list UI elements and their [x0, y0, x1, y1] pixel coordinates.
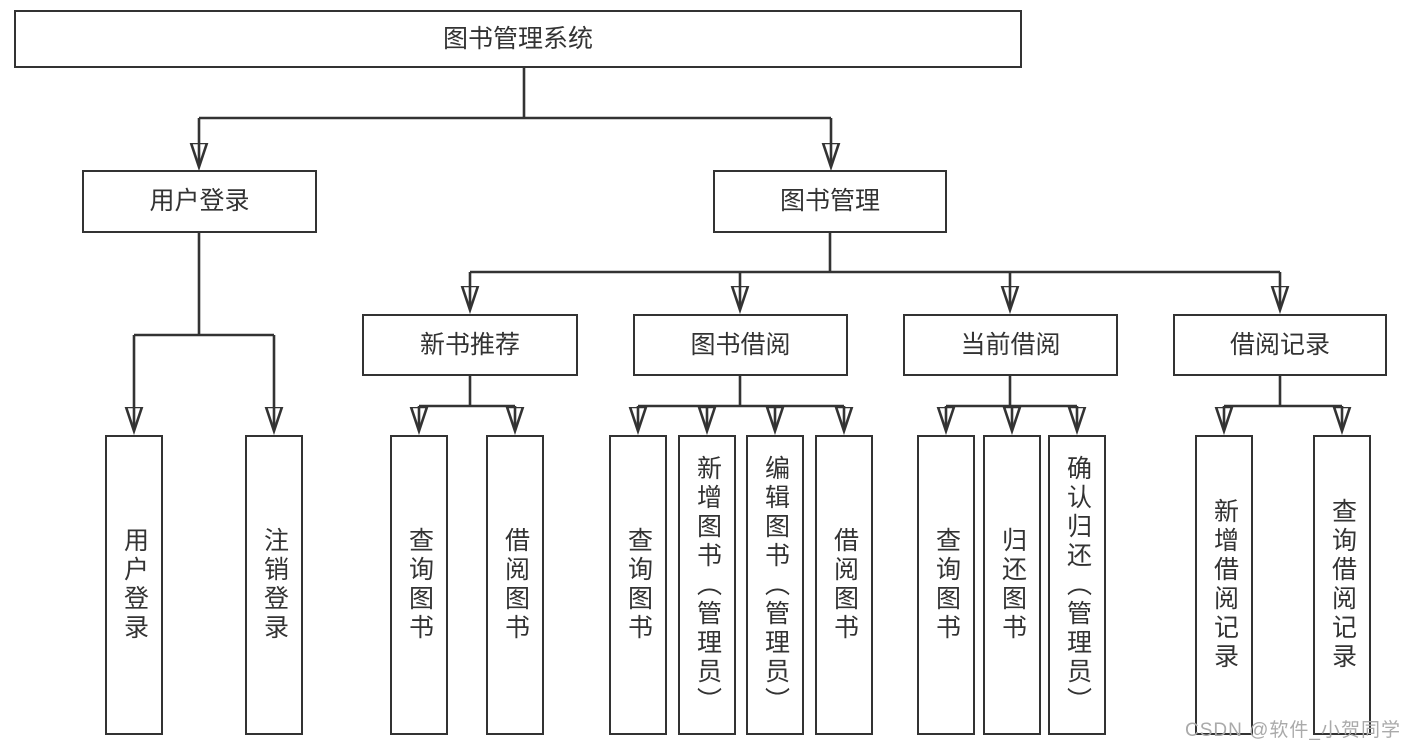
node-label: 注销登录	[260, 527, 289, 643]
node-new-book-recommend: 新书推荐	[362, 314, 578, 376]
node-return-books: 归还图书	[983, 435, 1041, 735]
node-query-borrow-record: 查询借阅记录	[1313, 435, 1371, 735]
node-borrow-books-recommend: 借阅图书	[486, 435, 544, 735]
node-label: 借阅记录	[1229, 330, 1330, 359]
node-confirm-return-admin: 确认归还（管理员）	[1048, 435, 1106, 735]
node-borrowing-records: 借阅记录	[1173, 314, 1387, 376]
node-library-system: 图书管理系统	[14, 10, 1022, 68]
node-label: 查询图书	[932, 527, 961, 643]
node-label: 新增图书（管理员）	[693, 454, 722, 716]
node-label: 图书管理系统	[442, 24, 593, 53]
node-user-login-leaf: 用户登录	[105, 435, 163, 735]
node-label: 新增借阅记录	[1210, 498, 1239, 672]
node-label: 用户登录	[120, 527, 149, 643]
node-label: 查询借阅记录	[1328, 498, 1357, 672]
node-edit-books-admin: 编辑图书（管理员）	[746, 435, 804, 735]
node-label: 归还图书	[998, 527, 1027, 643]
node-label: 查询图书	[405, 527, 434, 643]
node-label: 查询图书	[624, 527, 653, 643]
node-user-login: 用户登录	[82, 170, 317, 233]
node-add-books-admin: 新增图书（管理员）	[678, 435, 736, 735]
node-add-borrow-record: 新增借阅记录	[1195, 435, 1253, 735]
node-current-borrowing: 当前借阅	[903, 314, 1118, 376]
node-label: 借阅图书	[501, 527, 530, 643]
node-label: 当前借阅	[960, 330, 1061, 359]
node-label: 图书管理	[779, 187, 880, 215]
node-label: 图书借阅	[690, 330, 791, 359]
node-label: 新书推荐	[419, 330, 520, 359]
node-query-books-current: 查询图书	[917, 435, 975, 735]
node-label: 借阅图书	[830, 527, 859, 643]
node-label: 确认归还（管理员）	[1063, 454, 1092, 716]
node-label: 编辑图书（管理员）	[761, 454, 790, 716]
node-book-borrowing: 图书借阅	[633, 314, 848, 376]
node-logout: 注销登录	[245, 435, 303, 735]
node-book-management: 图书管理	[713, 170, 947, 233]
node-query-books-borrowing: 查询图书	[609, 435, 667, 735]
node-label: 用户登录	[149, 187, 250, 215]
node-borrow-books: 借阅图书	[815, 435, 873, 735]
node-query-books-recommend: 查询图书	[390, 435, 448, 735]
